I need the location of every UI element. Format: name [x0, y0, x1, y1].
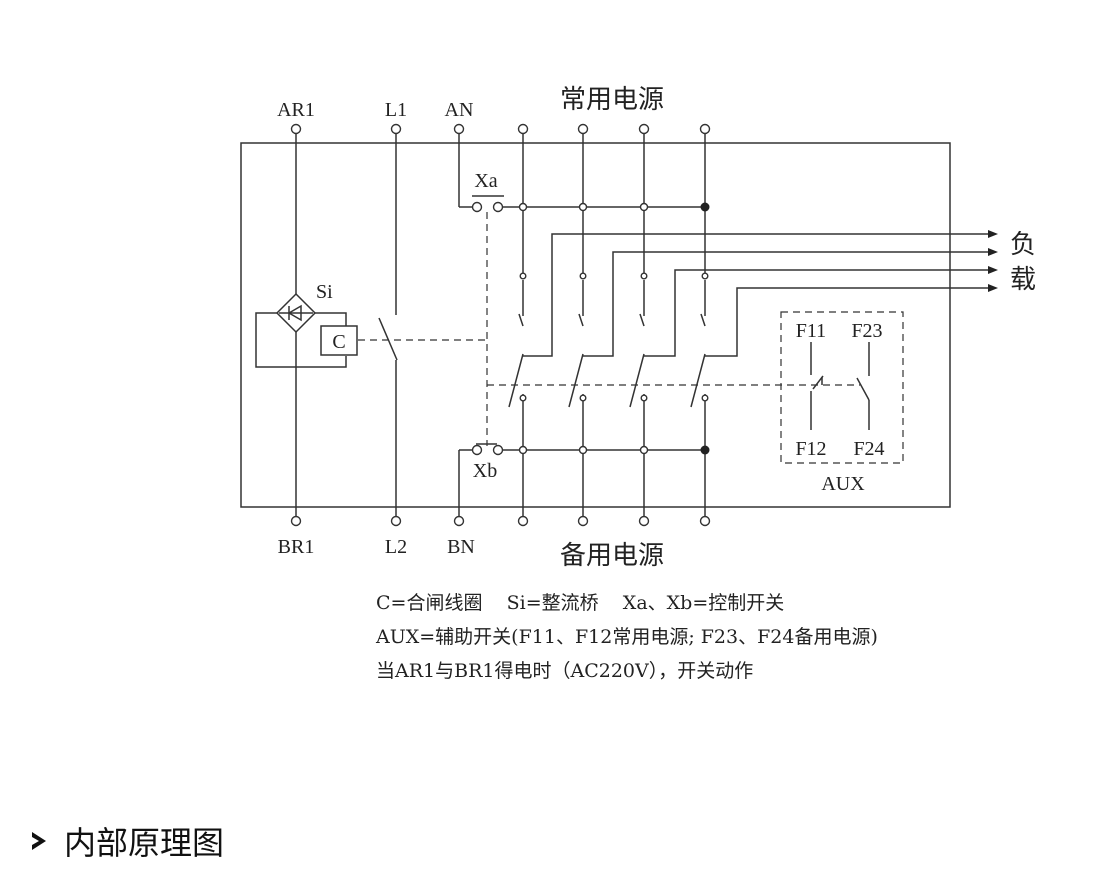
coil-label: C — [332, 331, 345, 353]
junction-dot-top — [700, 202, 710, 212]
load-arrows — [988, 230, 998, 292]
load-label-1: 负 — [1010, 230, 1036, 259]
switch-xb: Xb — [458, 443, 705, 516]
coil: C — [320, 325, 358, 356]
legend-line-1: C=合闸线圈 Si=整流桥 Xa、Xb=控制开关 — [376, 592, 785, 614]
terminal-label-l1: L1 — [385, 99, 407, 121]
junction-dot-bottom — [700, 445, 710, 455]
switch-xb-label: Xb — [473, 460, 497, 482]
section-heading: 内部原理图 — [28, 818, 224, 864]
top-power-title: 常用电源 — [560, 85, 664, 114]
chevron-right-icon — [32, 832, 46, 850]
aux-label: AUX — [821, 473, 865, 495]
terminal-label-l2: L2 — [385, 536, 407, 558]
rectifier-circuit: Si — [255, 134, 347, 516]
aux-contact-f23: F23 — [851, 320, 882, 342]
legend: C=合闸线圈 Si=整流桥 Xa、Xb=控制开关 AUX=辅助开关(F11、F1… — [376, 586, 996, 688]
enclosure-box — [240, 142, 951, 508]
load-label-2: 载 — [1010, 265, 1036, 294]
rectifier-label: Si — [316, 281, 333, 303]
aux-switch-box: F11 F23 F12 F24 — [780, 311, 904, 464]
terminal-label-an: AN — [445, 99, 474, 121]
l1-l2-circuit — [378, 134, 398, 516]
bottom-power-title: 备用电源 — [560, 541, 664, 570]
terminal-label-ar1: AR1 — [277, 99, 315, 121]
mechanical-linkage — [358, 212, 860, 446]
aux-contact-f11: F11 — [796, 320, 826, 342]
terminal-label-br1: BR1 — [278, 536, 315, 558]
aux-contact-f24: F24 — [853, 438, 884, 460]
terminal-label-bn: BN — [447, 536, 475, 558]
switch-xa-label: Xa — [474, 170, 497, 192]
switch-xa: Xa — [458, 134, 705, 208]
section-heading-text: 内部原理图 — [64, 824, 225, 862]
aux-contact-f12: F12 — [795, 438, 826, 460]
legend-line-2: AUX=辅助开关(F11、F12常用电源; F23、F24备用电源) — [376, 626, 878, 648]
main-poles — [508, 134, 990, 516]
terminals — [290, 123, 711, 527]
legend-line-3: 当AR1与BR1得电时（AC220V），开关动作 — [376, 660, 754, 682]
